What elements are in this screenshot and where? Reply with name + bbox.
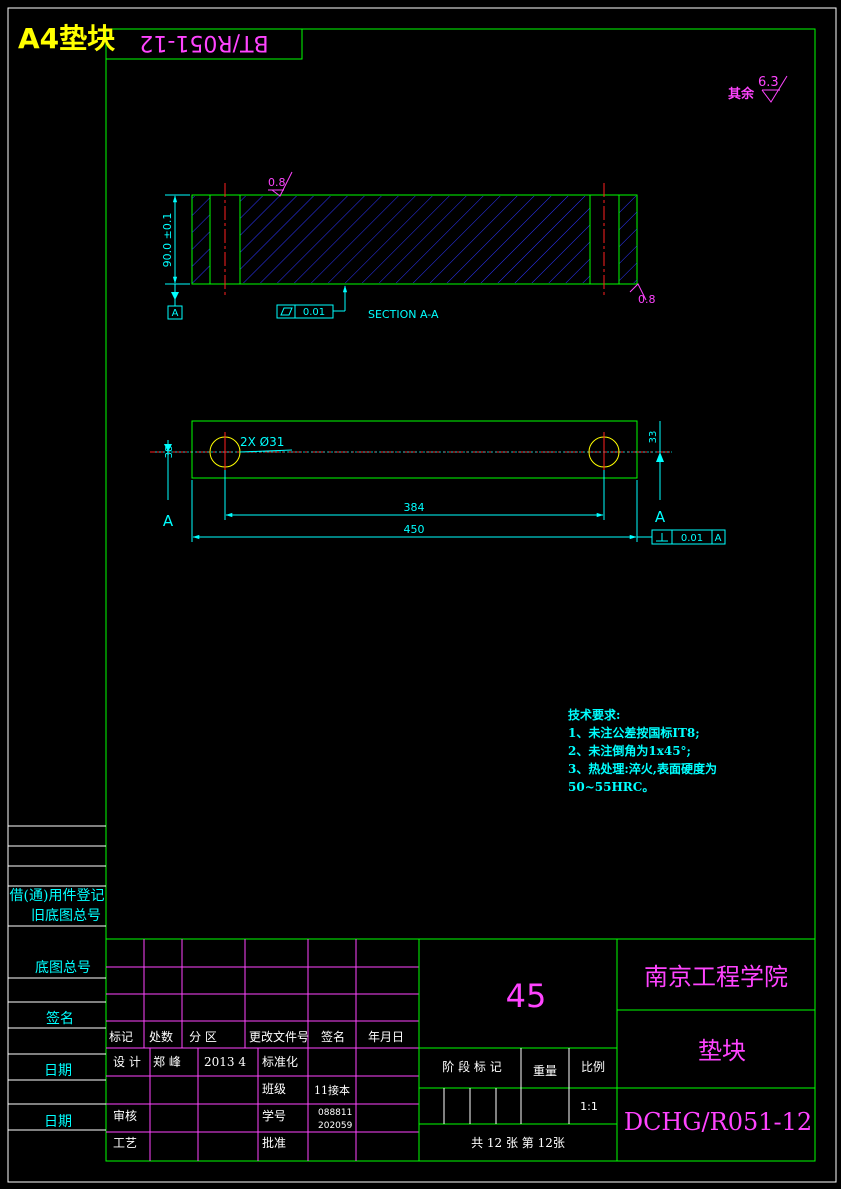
- general-roughness: 其余 6.3: [728, 75, 788, 103]
- svg-text:技术要求:: 技术要求:: [568, 707, 620, 722]
- svg-text:3、热处理:淬火,表面硬度为: 3、热处理:淬火,表面硬度为: [568, 761, 717, 776]
- flatness-value: 0.01: [303, 307, 325, 318]
- strip-label-borrow: 借(通)用件登记: [10, 888, 105, 904]
- class-label: 班级: [262, 1082, 286, 1096]
- school-name: 南京工程学院: [644, 963, 788, 991]
- weight-label: 重量: [533, 1064, 557, 1078]
- student-no-2: 202059: [318, 1121, 353, 1131]
- design-date: 2013 4: [204, 1055, 246, 1069]
- stage-mark-label: 阶 段 标 记: [442, 1059, 501, 1074]
- cut-label-right: A: [655, 508, 666, 526]
- hatch-right: [619, 196, 637, 283]
- cut-label-left: A: [163, 512, 174, 530]
- hole-note: 2X Ø31: [240, 435, 284, 449]
- student-no-label: 学号: [262, 1108, 286, 1123]
- height-dimension: 90.0 ±0.1: [161, 213, 174, 268]
- roughness-top-value: 0.8: [268, 176, 286, 189]
- tech-requirements: 技术要求: 1、未注公差按国标IT8; 2、未注倒角为1x45°; 3、热处理:…: [568, 707, 717, 794]
- strip-label-date-1: 日期: [44, 1063, 72, 1079]
- section-view: 0.8 0.8 90.0 ±0.1 A 0.01 SECTION A-A: [161, 171, 656, 321]
- roughness-right-value: 0.8: [638, 293, 656, 306]
- plan-view: 2X Ø31 38 33 A A 384 450 0.01 A: [150, 420, 726, 545]
- datum-a: A: [172, 308, 179, 319]
- svg-text:6.3: 6.3: [758, 75, 779, 90]
- hdr-sign: 签名: [321, 1029, 345, 1044]
- outer-frame: [7, 7, 837, 1183]
- designer-name: 郑 峰: [153, 1054, 181, 1069]
- section-label: SECTION A-A: [368, 308, 439, 321]
- hdr-date: 年月日: [368, 1030, 404, 1044]
- title-block-grid: [106, 938, 815, 1161]
- left-offset-dim: 38: [164, 446, 175, 459]
- sheet-count: 共 12 张 第 12张: [471, 1136, 565, 1150]
- svg-text:1、未注公差按国标IT8;: 1、未注公差按国标IT8;: [568, 725, 700, 740]
- drawing-number: DCHG/R051-12: [624, 1108, 812, 1136]
- process-label: 工艺: [113, 1136, 137, 1150]
- strip-label-sign: 签名: [46, 1010, 74, 1027]
- standardize-label: 标准化: [262, 1055, 298, 1069]
- plan-body: [191, 420, 638, 479]
- part-name: 垫块: [698, 1037, 746, 1065]
- review-label: 审核: [113, 1108, 137, 1123]
- scale-label: 比例: [581, 1060, 605, 1074]
- title-badge: A4垫块: [18, 22, 115, 55]
- perp-datum: A: [715, 533, 722, 544]
- code-box: [105, 28, 303, 60]
- overall-length-dim: 450: [404, 523, 425, 536]
- perp-value: 0.01: [681, 533, 703, 544]
- hdr-count: 处数: [149, 1029, 173, 1044]
- roughness-symbol: [761, 75, 788, 103]
- hdr-zone: 分 区: [189, 1030, 217, 1044]
- strip-label-date-2: 日期: [44, 1114, 72, 1130]
- material: 45: [506, 977, 547, 1015]
- strip-label-old-base: 旧底图总号: [31, 908, 101, 924]
- left-strip: [8, 825, 106, 1131]
- hdr-mark: 标记: [109, 1030, 133, 1044]
- hole-spacing-dim: 384: [404, 501, 425, 514]
- student-no-1: 088811: [318, 1108, 352, 1118]
- hatch-center: [240, 196, 590, 283]
- rotated-drawing-code: BT/R051-12: [139, 30, 268, 55]
- inner-frame: [105, 28, 816, 1162]
- strip-label-base-no: 底图总号: [35, 960, 91, 976]
- approve-label: 批准: [262, 1135, 286, 1150]
- svg-text:50~55HRC。: 50~55HRC。: [568, 780, 654, 794]
- class-value: 11接本: [314, 1083, 350, 1097]
- scale-value: 1:1: [580, 1100, 598, 1113]
- design-label: 设 计: [113, 1055, 141, 1069]
- hatch-left: [192, 196, 210, 283]
- svg-text:其余: 其余: [728, 86, 755, 102]
- svg-text:2、未注倒角为1x45°;: 2、未注倒角为1x45°;: [568, 743, 691, 758]
- hdr-change-doc: 更改文件号: [249, 1029, 309, 1044]
- right-offset-dim: 33: [648, 431, 659, 444]
